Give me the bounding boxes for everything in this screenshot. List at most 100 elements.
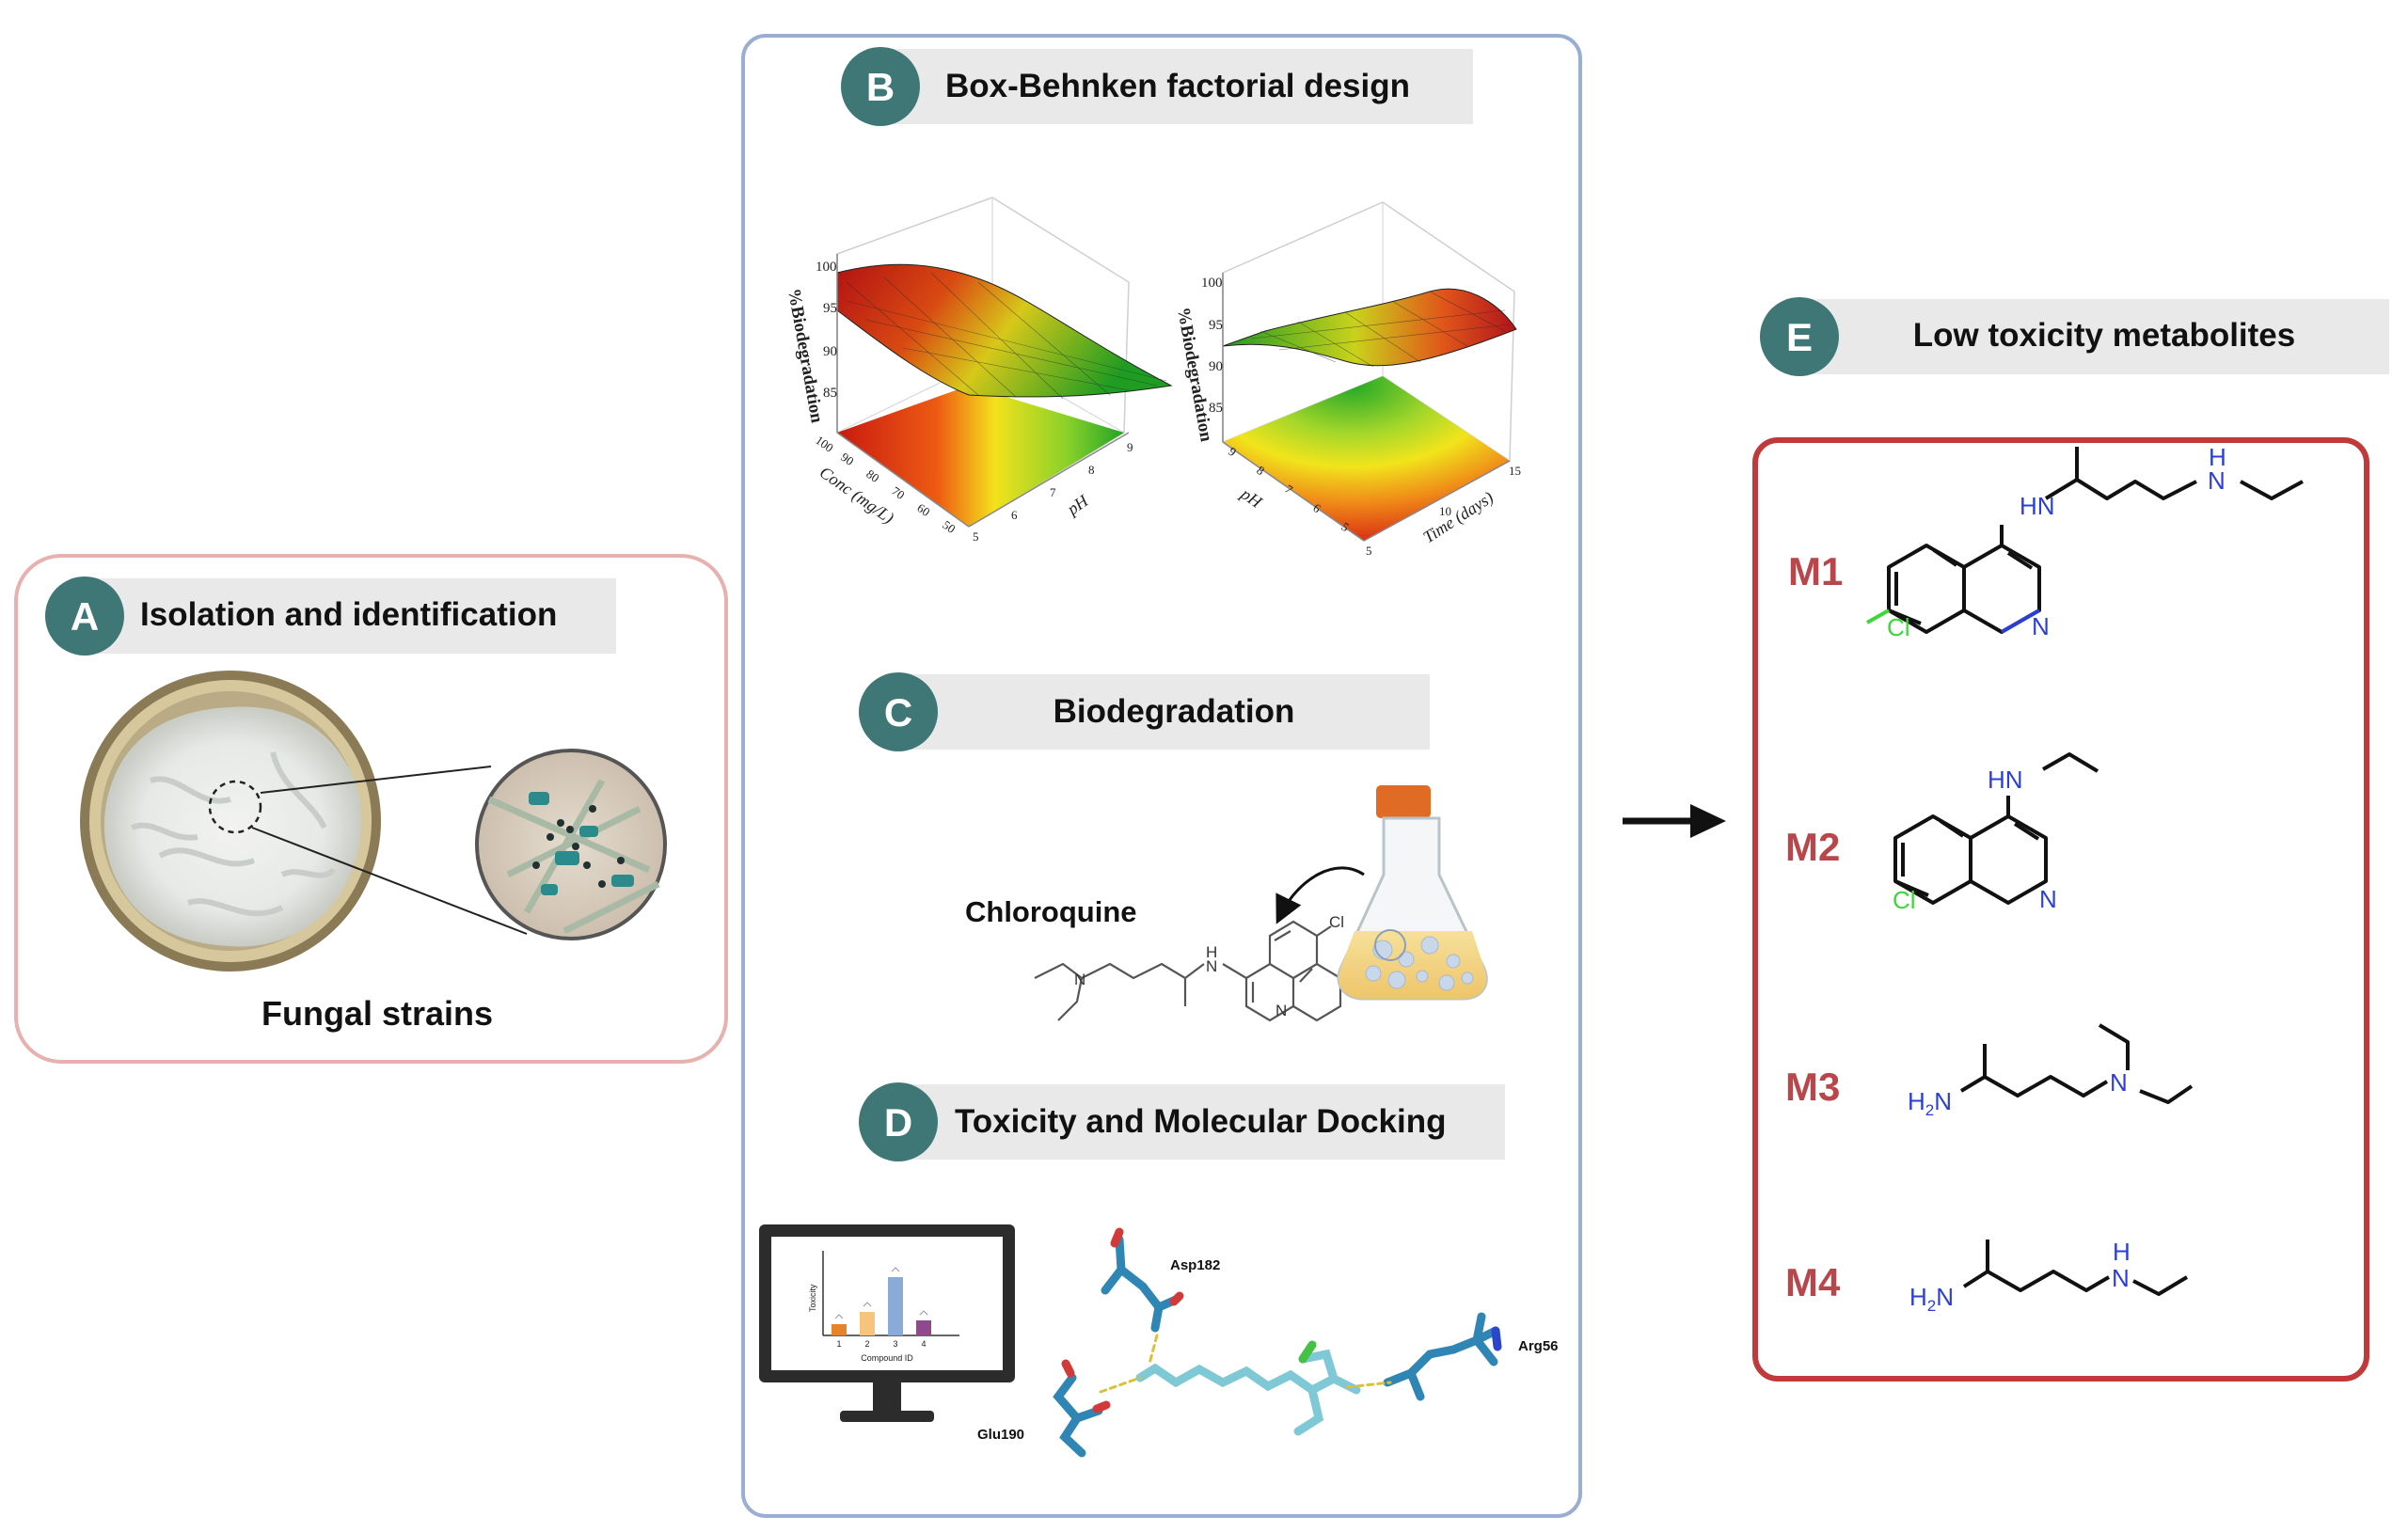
panel-c-badge xyxy=(859,672,938,751)
metabolite-label-m2: M2 xyxy=(1785,825,1840,869)
plot2-z-tick: 100 xyxy=(1201,276,1223,291)
response-surface-1 xyxy=(836,263,1173,398)
panel-e-badge xyxy=(1760,297,1839,376)
panel-b-title: Box-Behnken factorial design xyxy=(945,68,1410,104)
residue-label-asp182: Asp182 xyxy=(1170,1257,1220,1273)
panel-e: E Low toxicity metabolites M1 HN H N N C… xyxy=(1752,297,2389,1382)
plot1-x-tick: 100 xyxy=(813,433,836,454)
monitor-bar xyxy=(916,1320,931,1335)
plot1-y-tick: 9 xyxy=(1127,440,1133,454)
panel-a-title-bar xyxy=(83,578,616,654)
metabolite-label-m3: M3 xyxy=(1785,1065,1840,1109)
panel-b-title-bar xyxy=(880,49,1473,124)
panel-b-badge-letter: B xyxy=(866,65,895,109)
panel-d-title-bar xyxy=(898,1084,1505,1160)
response-surface-2 xyxy=(1222,288,1517,367)
panel-a-title: Isolation and identification xyxy=(140,596,557,633)
plot1-y-axis-label: pH xyxy=(1062,491,1092,520)
m2-structure xyxy=(1893,752,2099,905)
plot1-y-tick: 8 xyxy=(1088,463,1095,477)
panel-a-badge-letter: A xyxy=(71,594,99,639)
panel-e-frame xyxy=(1752,437,2369,1382)
microscope-inset xyxy=(475,749,667,940)
m1-n-atom: N xyxy=(2208,466,2226,495)
m4-n-atom: N xyxy=(2112,1264,2130,1292)
plot1-x-axis-label: Conc (mg/L) xyxy=(816,463,897,529)
chloroquine-structure xyxy=(1034,920,1342,1022)
panel-d-title: Toxicity and Molecular Docking xyxy=(955,1103,1447,1140)
surface-plot-1: 100 95 90 85 %Biodegradation 100 90 80 7… xyxy=(784,197,1173,544)
zoom-region xyxy=(208,780,262,834)
m3-h2n-atom: H2N xyxy=(1908,1087,1952,1119)
plot1-y-tick: 6 xyxy=(1011,508,1018,522)
m2-hn-atom: HN xyxy=(1988,766,2023,794)
m1-structure xyxy=(1887,447,2304,634)
panel-d: D Toxicity and Molecular Docking 1 2 3 4… xyxy=(759,1082,1559,1458)
plot1-y-tick: 5 xyxy=(973,529,979,544)
monitor-y-label: Toxicity xyxy=(808,1284,817,1312)
docking-pose xyxy=(1053,1227,1502,1458)
zoom-line-bottom xyxy=(251,827,528,935)
panel-d-badge xyxy=(859,1082,938,1161)
chloroquine-ring-n-atom: N xyxy=(1275,1002,1287,1019)
panel-c-title: Biodegradation xyxy=(1054,693,1295,730)
residue-label-arg56: Arg56 xyxy=(1518,1338,1559,1354)
plot1-x-tick: 80 xyxy=(863,466,881,485)
monitor-icon: 1 2 3 4 Compound ID Toxicity xyxy=(759,1224,1015,1422)
plot1-z-axis-label: %Biodegradation xyxy=(784,287,827,425)
plot1-z-tick: 85 xyxy=(823,386,837,401)
plot1-y-tick: 7 xyxy=(1050,485,1056,499)
metabolite-label-m4: M4 xyxy=(1785,1260,1841,1304)
panel-a: A Isolation and identification xyxy=(14,554,728,1064)
m1-h-atom: H xyxy=(2209,443,2226,471)
chloroquine-label: Chloroquine xyxy=(965,895,1137,928)
m3-structure xyxy=(1959,1023,2194,1104)
surface-plot-2: 100 95 90 85 %Biodegradation 9 8 7 6 5 p… xyxy=(1173,201,1521,558)
monitor-x-label: Compound ID xyxy=(861,1353,913,1363)
chloroquine-hn-atom: NH xyxy=(1206,943,1217,975)
plot1-z-tick: 95 xyxy=(823,301,837,316)
m3-n-atom: N xyxy=(2110,1068,2128,1097)
m4-h2n-atom: H2N xyxy=(1909,1283,1954,1315)
residue-label-glu190: Glu190 xyxy=(977,1427,1024,1443)
monitor-bar xyxy=(832,1324,847,1335)
panel-e-title: Low toxicity metabolites xyxy=(1913,317,2295,354)
monitor-bar xyxy=(888,1277,903,1335)
m4-structure xyxy=(1962,1240,2189,1296)
plot2-z-tick: 90 xyxy=(1209,359,1223,374)
chloroquine-n-atom: N xyxy=(1074,971,1085,988)
panel-c-title-bar xyxy=(898,674,1430,750)
panel-c: C Biodegradation Chloroquine N NH N Cl xyxy=(859,672,1488,1022)
monitor-x-tick: 4 xyxy=(921,1339,926,1349)
metabolite-label-m1: M1 xyxy=(1788,549,1843,593)
plot1-x-tick: 50 xyxy=(940,517,958,536)
plot2-y-tick: 5 xyxy=(1366,544,1372,558)
panel-b: B Box-Behnken factorial design 100 95 90… xyxy=(784,47,1521,558)
m1-cl-bond xyxy=(1866,608,1890,624)
panel-c-badge-letter: C xyxy=(884,690,912,734)
panel-a-caption: Fungal strains xyxy=(261,994,493,1033)
plot2-y-tick: 10 xyxy=(1439,504,1451,518)
plot2-y-tick: 15 xyxy=(1509,464,1521,478)
m1-n-bond xyxy=(2001,608,2040,634)
monitor-bar xyxy=(860,1312,875,1335)
monitor-x-tick: 3 xyxy=(893,1339,897,1349)
panel-bcd-frame xyxy=(741,34,1582,1518)
m2-cl-atom: Cl xyxy=(1893,886,1916,914)
petri-dish-photo xyxy=(80,671,381,971)
panel-a-badge xyxy=(45,576,124,655)
panel-d-badge-letter: D xyxy=(884,1100,912,1145)
panel-e-badge-letter: E xyxy=(1786,315,1813,359)
m2-ring-n-atom: N xyxy=(2039,885,2057,913)
chloroquine-cl-atom: Cl xyxy=(1329,913,1344,931)
panel-a-frame xyxy=(14,554,728,1064)
m1-ring-n-atom: N xyxy=(2032,612,2050,640)
panel-e-title-bar xyxy=(1797,299,2389,374)
monitor-x-tick: 1 xyxy=(836,1339,841,1349)
plot1-x-tick: 90 xyxy=(838,450,856,468)
panel-b-badge xyxy=(841,47,920,126)
plot1-z-tick: 90 xyxy=(823,344,837,359)
curved-arrow xyxy=(1275,866,1365,924)
m1-hn-atom: HN xyxy=(2020,492,2055,520)
